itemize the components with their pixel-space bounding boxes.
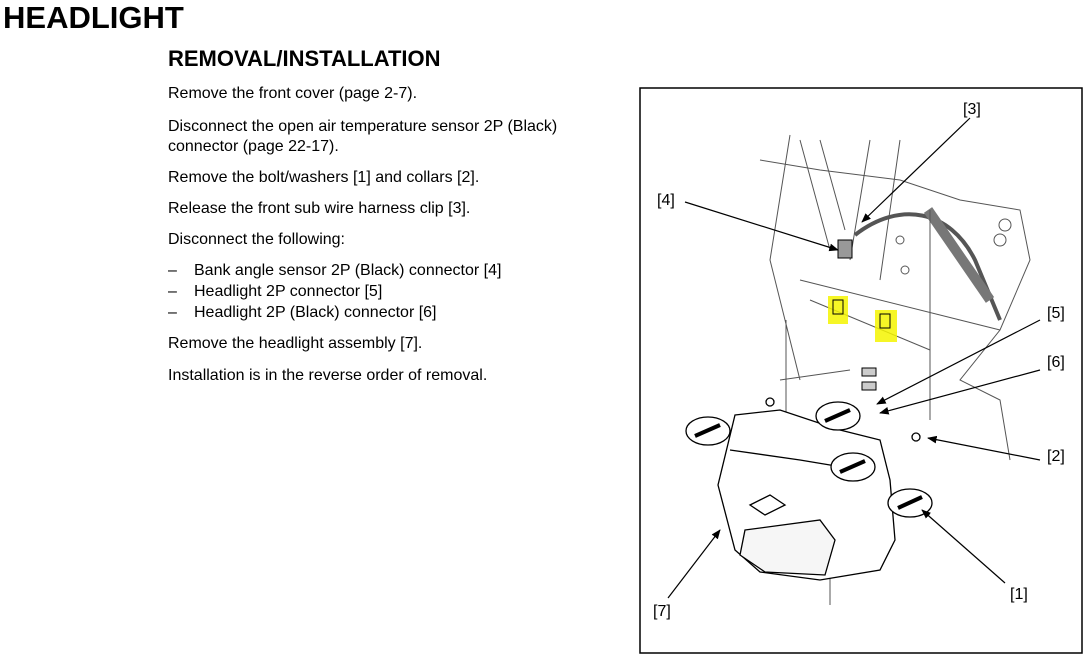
- callout-7: [7]: [653, 603, 671, 620]
- bolts: [685, 397, 933, 518]
- bullet-dash: –: [168, 304, 177, 321]
- bullet-text: Headlight 2P connector [5]: [194, 283, 383, 300]
- bullet-text: Bank angle sensor 2P (Black) connector […: [194, 262, 502, 279]
- callout-4: [4]: [657, 192, 675, 209]
- callout-1: [1]: [1010, 586, 1028, 603]
- callout-6: [6]: [1047, 354, 1065, 371]
- step-remove-front-cover: Remove the front cover (page 2-7).: [168, 85, 418, 102]
- bullet-dash: –: [168, 262, 177, 279]
- step-remove-bolts: Remove the bolt/washers [1] and collars …: [168, 169, 480, 186]
- page-title: HEADLIGHT: [3, 0, 184, 35]
- bullet-dash: –: [168, 283, 177, 300]
- connector-5: [861, 367, 877, 377]
- step-installation-note: Installation is in the reverse order of …: [168, 367, 488, 384]
- connector-6: [861, 381, 877, 391]
- figure-frame: [639, 87, 1083, 654]
- bullet-item: –Headlight 2P (Black) connector [6]: [168, 303, 437, 323]
- step-remove-headlight: Remove the headlight assembly [7].: [168, 335, 423, 352]
- step-disconnect-sensor-line1: Disconnect the open air temperature sens…: [168, 118, 558, 135]
- step-release-clip: Release the front sub wire harness clip …: [168, 200, 471, 217]
- section-heading: REMOVAL/INSTALLATION: [168, 46, 441, 71]
- bullet-item: –Headlight 2P connector [5]: [168, 282, 382, 302]
- highlight-connector-b: [875, 310, 897, 342]
- bullet-text: Headlight 2P (Black) connector [6]: [194, 304, 437, 321]
- step-disconnect-sensor-line2: connector (page 22-17).: [168, 138, 339, 155]
- bullet-item: –Bank angle sensor 2P (Black) connector …: [168, 261, 501, 281]
- bank-angle-connector: [837, 239, 853, 259]
- callout-5: [5]: [1047, 305, 1065, 322]
- headlight-assembly: [717, 409, 896, 581]
- step-disconnect-following: Disconnect the following:: [168, 231, 345, 248]
- callout-2: [2]: [1047, 448, 1065, 465]
- callout-3: [3]: [963, 101, 981, 118]
- leader-lines: [667, 117, 1041, 599]
